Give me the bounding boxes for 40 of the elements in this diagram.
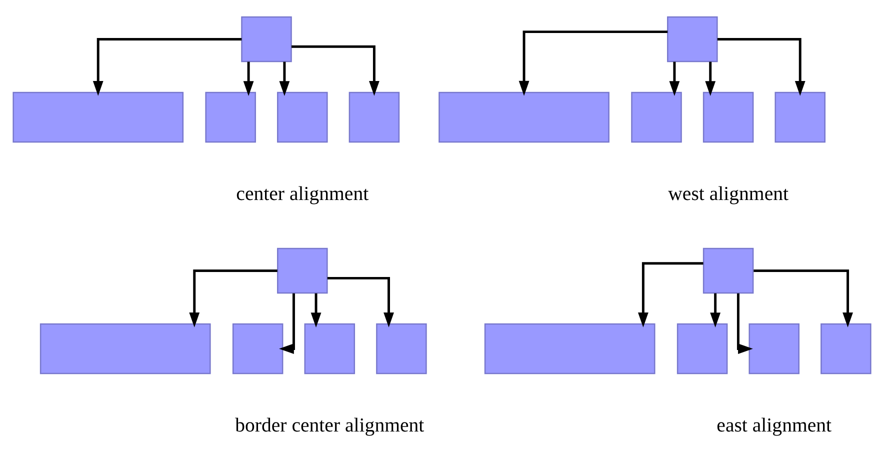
node-box [676,322,728,374]
arrow [754,269,853,327]
node-box [12,91,184,142]
arrow [291,44,380,96]
arrow [717,38,806,96]
arrow [243,61,254,96]
label: east alignment [716,414,832,436]
arrow [92,38,242,96]
node-box [702,247,754,294]
label: west alignment [668,182,789,204]
label: border center alignment [235,414,424,436]
arrow [705,61,716,96]
node-box [205,91,256,142]
arrow [736,292,753,354]
node-box [820,322,872,374]
label: center alignment [236,182,369,204]
arrow [279,292,295,354]
node-box [748,322,800,374]
node-box [484,322,656,374]
arrow [310,292,322,328]
arrow [279,61,290,96]
arrow [518,30,668,96]
node-box [241,16,292,62]
node-box [438,91,610,142]
node-box [304,322,356,374]
node-box [348,91,400,142]
node-box [667,16,718,62]
node-box [277,91,328,142]
node-box [376,322,427,374]
arrow [710,292,721,328]
arrow [669,61,680,96]
node-box [774,91,826,142]
node-box [631,91,682,142]
node-box [232,322,284,374]
arrow [638,262,704,327]
arrow [327,276,394,327]
node-box [40,322,211,374]
node-box [277,247,328,294]
node-box [702,91,754,142]
arrow [189,269,278,327]
